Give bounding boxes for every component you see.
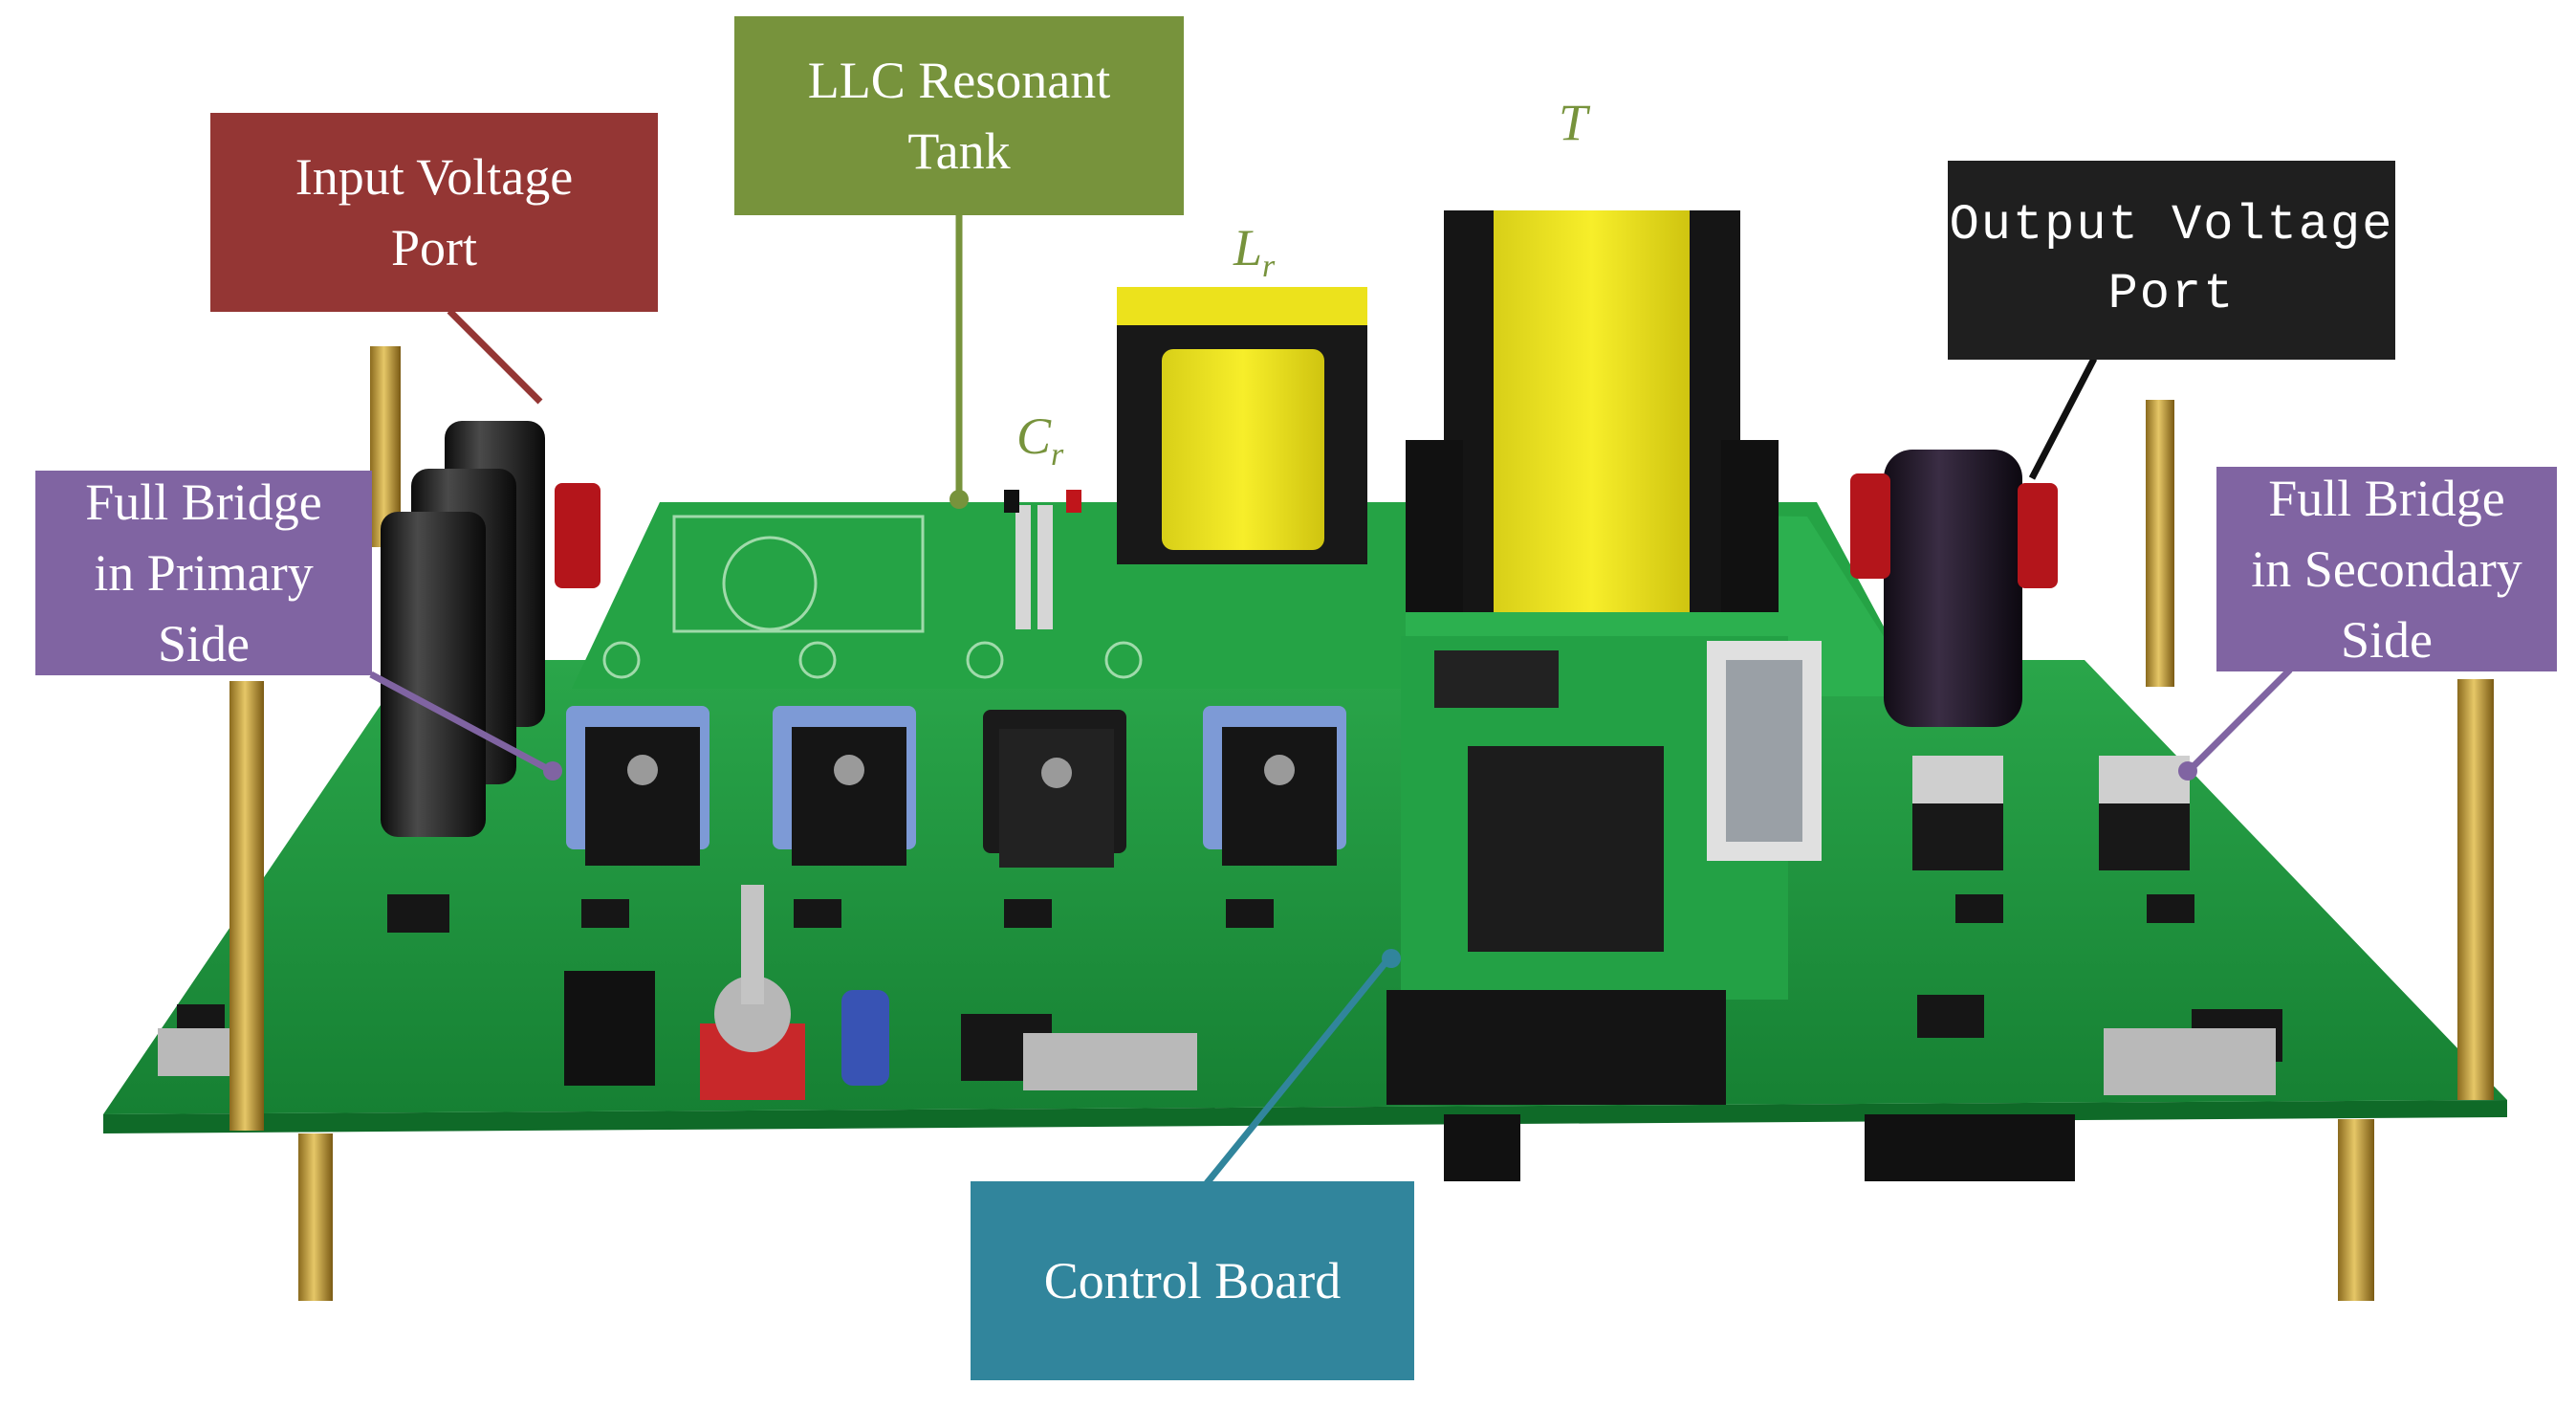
leader-fb-secondary (2187, 667, 2293, 773)
leader-input-port (447, 308, 543, 405)
input-capacitor-3 (381, 512, 486, 837)
label-full-bridge-secondary: Full Bridge in Secondary Side (2216, 467, 2557, 671)
pcb-silkscreen (602, 515, 1143, 679)
main-pcb-edge (103, 1100, 2507, 1133)
warning-pad-left (1023, 1033, 1197, 1090)
standoff-front-right (2457, 679, 2494, 1100)
symbol-cr: Cr (1016, 407, 1064, 473)
leader-output-port (2028, 357, 2098, 480)
leader-llc-dot (950, 490, 969, 509)
dc-jack (564, 971, 655, 1086)
symbol-t: T (1559, 94, 1588, 151)
transformer (1406, 210, 1779, 612)
output-terminal-right (2018, 483, 2058, 588)
leader-fb-secondary-dot (2178, 761, 2197, 781)
leader-control-dot (1382, 949, 1401, 968)
standoff-front-right-lower (2338, 1119, 2374, 1301)
standoff-front-left (229, 681, 264, 1131)
secondary-mosfets (1912, 756, 2190, 870)
toggle-switch-lever (741, 885, 764, 1004)
resonant-inductor (1117, 287, 1367, 564)
control-board-pcb (1386, 636, 2075, 1181)
warning-pad-right (2104, 1028, 2276, 1095)
warning-pad-far-left (158, 1028, 229, 1076)
standoff-front-left-lower (298, 1133, 333, 1301)
primary-mosfets (566, 706, 1346, 868)
label-full-bridge-primary: Full Bridge in Primary Side (35, 471, 372, 675)
toggle-switch-nut (714, 976, 791, 1052)
output-terminal-left (1850, 473, 1890, 579)
label-output-voltage-port: Output Voltage Port (1948, 161, 2395, 360)
resonant-capacitors (1004, 490, 1081, 629)
leader-fb-primary-dot (543, 761, 562, 781)
label-llc-resonant-tank: LLC Resonant Tank (734, 16, 1184, 215)
leader-control-board (1204, 958, 1389, 1186)
label-control-board: Control Board (971, 1181, 1414, 1380)
standoff-back-right (2146, 400, 2174, 687)
small-capacitor (841, 990, 889, 1086)
label-input-voltage-port: Input Voltage Port (210, 113, 658, 312)
input-terminal (555, 483, 600, 588)
symbol-lr: Lr (1233, 219, 1276, 284)
output-capacitor (1884, 450, 2022, 727)
leader-fb-primary (369, 671, 552, 774)
